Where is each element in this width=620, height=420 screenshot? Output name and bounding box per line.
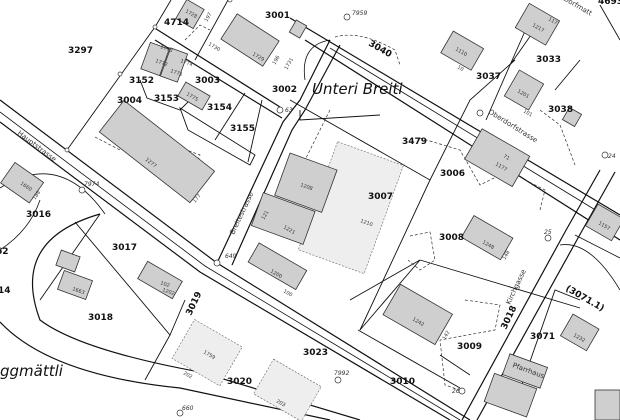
parcel-label: 3010 (390, 377, 415, 387)
parcel-label: 4714 (164, 18, 189, 28)
parcel-label: 3016 (26, 210, 51, 220)
building-label: 148 (502, 250, 512, 261)
parcel-label: 3037 (476, 72, 501, 82)
building-label: 1771 (169, 68, 183, 78)
point-label: 7992 (334, 370, 349, 377)
building-label: 1200 (269, 269, 283, 281)
building-label: 1759 (202, 350, 216, 362)
parcel-label: 3153 (154, 94, 179, 104)
building-label: 71 (502, 154, 511, 162)
building-label: 142 (442, 330, 452, 341)
parcel-label: 3038 (548, 105, 573, 115)
parcel-label: 3019 (185, 290, 205, 317)
locality-unteri-breiti: Unteri Breiti (312, 80, 403, 98)
building-label: 1210 (359, 218, 373, 228)
building-label: 203 (275, 399, 286, 409)
point-label: 660 (182, 405, 194, 412)
parcel-label: 3017 (112, 243, 137, 253)
parcel-label: 3152 (129, 76, 154, 86)
parcel-label: 3297 (68, 46, 93, 56)
parcel-label: 3007 (368, 192, 393, 202)
parcel-label: 3008 (439, 233, 464, 243)
building-label: 1730 (207, 42, 221, 54)
parcel-label: 62 (0, 247, 9, 257)
building-label: 197 (204, 12, 214, 23)
point-label: 7974 (84, 181, 99, 188)
building-label: 1177 (494, 162, 508, 174)
point-labels: 7959 7974 63 649 660 7992 25 24 26 (84, 10, 616, 412)
street-dorfmatt: Dorfmatt (562, 0, 594, 18)
building-label: 1248 (481, 240, 495, 252)
parcel-label: 14 (0, 286, 11, 296)
building-label: 1773 (159, 44, 173, 54)
point-label: 63 (285, 107, 293, 114)
building-label: 1663 (71, 286, 85, 296)
parcel-label: 3479 (402, 137, 427, 147)
parcel-label: 4693 (598, 0, 620, 7)
building-label: 202 (182, 371, 193, 381)
parcel-label: 3020 (227, 377, 252, 387)
parcel-label: 3003 (195, 76, 220, 86)
building-label: 102 (159, 280, 170, 289)
point-label: 24 (608, 153, 616, 160)
building-label: 1232 (572, 333, 586, 345)
building-label: 1221 (282, 225, 296, 237)
point-label: 649 (225, 253, 237, 260)
building-label: 1242 (411, 317, 425, 329)
parcel-label: 3033 (536, 55, 561, 65)
parcel-label: 3154 (207, 103, 232, 113)
street-kirchgasse: Kirchgasse (505, 268, 528, 306)
building-label: 101 (522, 109, 533, 119)
parcel-label: 3018 (500, 304, 520, 331)
building-label: 1217 (531, 23, 545, 35)
parcel-label: 3023 (303, 348, 328, 358)
building-label: 100 (282, 289, 293, 299)
building-label: 188 (32, 190, 42, 201)
building-label: 1731 (284, 57, 296, 71)
building-label: 177 (192, 193, 203, 204)
building-label: 1201 (516, 89, 530, 101)
building-label: 1202 (161, 287, 175, 297)
street-hauptstrasse: Hauptstrasse (16, 129, 58, 163)
building-label: 10 (456, 65, 465, 73)
building-label: 1729 (251, 52, 265, 64)
building-label: 1772 (154, 58, 168, 68)
parcel-label: 3009 (457, 342, 482, 352)
building-label: 196 (272, 55, 282, 66)
building-labels: 1728 197 1730 1729 196 1731 1773 1774 17… (19, 9, 611, 409)
building-label: 1157 (597, 221, 611, 233)
survey-points (64, 0, 609, 417)
point-label: 25 (544, 229, 552, 236)
parcel-boundaries (39, 0, 620, 391)
parcel-label: 3155 (230, 124, 255, 134)
point-label: 26 (452, 388, 460, 395)
building-label: 1110 (454, 47, 468, 59)
parcel-label: 3006 (440, 169, 465, 179)
parcel-label: 3018 (88, 313, 113, 323)
building-label: 1774 (179, 58, 193, 68)
parcel-label: 3001 (265, 11, 290, 21)
locality-eggmaettli: ggmättli (0, 362, 64, 380)
building-label: 1775 (185, 92, 199, 104)
building-label: 1208 (299, 182, 313, 192)
parcel-label: 3002 (272, 85, 297, 95)
building-label: 117 (547, 17, 558, 27)
building-label: 1728 (184, 9, 198, 21)
point-label: 7959 (352, 10, 367, 17)
building-label: 121 (261, 210, 271, 221)
street-breitestrasse: Breitestrasse (229, 191, 256, 236)
parcel-label: 3071 (530, 332, 555, 342)
parcel-label: 3004 (117, 96, 142, 106)
parcel-label: (3071.1) (564, 284, 606, 314)
